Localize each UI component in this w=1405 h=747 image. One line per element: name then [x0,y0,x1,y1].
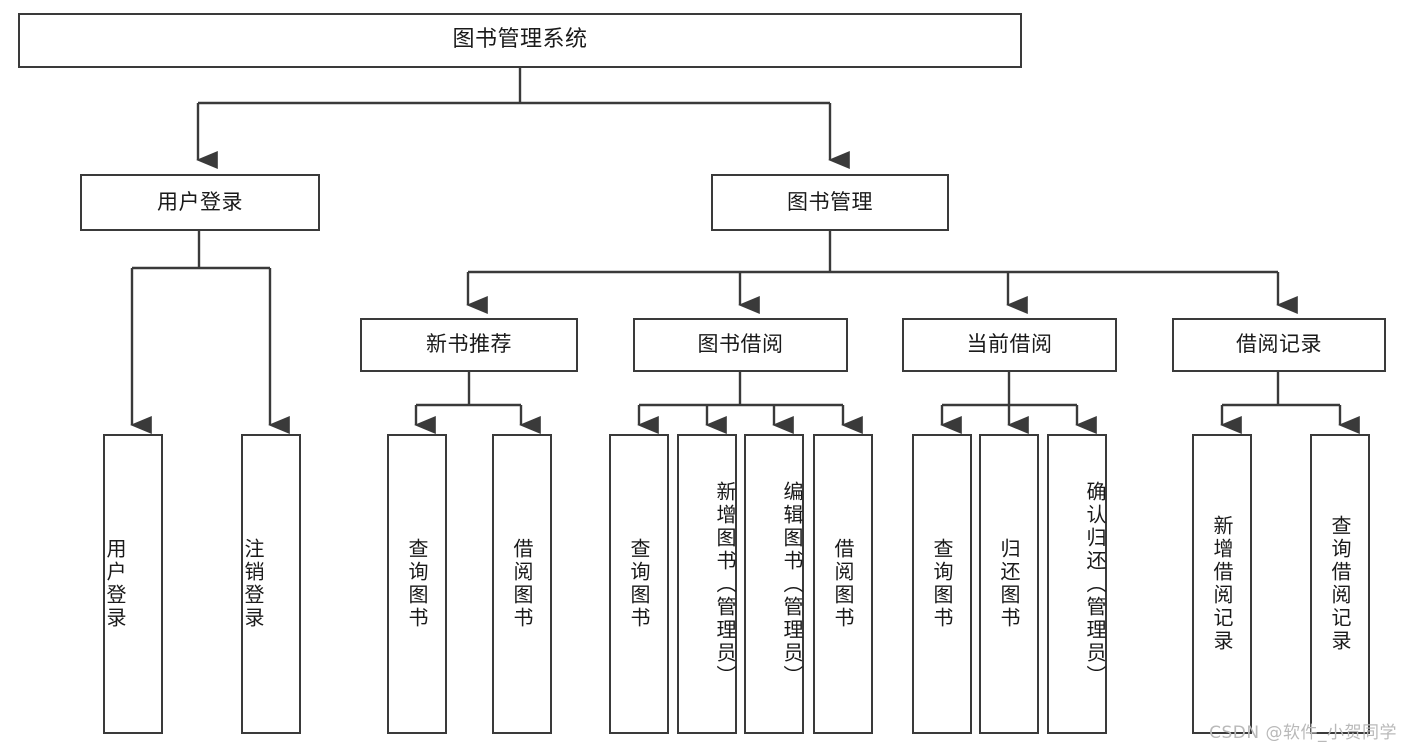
leaf-user-login[interactable]: 用户登录 [103,434,163,734]
leaf-query-book-1[interactable]: 查询图书 [387,434,447,734]
node-book-management[interactable]: 图书管理 [711,174,949,231]
node-label: 归还图书 [997,538,1021,630]
leaf-add-record[interactable]: 新增借阅记录 [1192,434,1252,734]
node-label: 图书管理 [787,189,873,214]
node-label: 借阅图书 [510,538,534,630]
node-label: 借阅记录 [1236,332,1322,357]
node-borrow-record[interactable]: 借阅记录 [1172,318,1386,372]
leaf-borrow-book-2[interactable]: 借阅图书 [813,434,873,734]
node-label: 查询图书 [930,538,954,630]
node-label: 查询图书 [627,538,651,630]
node-label: 查询借阅记录 [1328,515,1352,653]
node-label: 当前借阅 [966,332,1053,357]
watermark: CSDN @软件_小贺同学 [1209,723,1397,743]
node-label: 确认归还（管理员） [1083,480,1107,688]
leaf-user-logout[interactable]: 注销登录 [241,434,301,734]
node-label: 新增图书（管理员） [713,480,737,688]
leaf-query-book-2[interactable]: 查询图书 [609,434,669,734]
node-new-book-recommend[interactable]: 新书推荐 [360,318,578,372]
node-label: 注销登录 [241,538,265,630]
leaf-edit-book[interactable]: 编辑图书（管理员） [744,434,804,734]
node-user-login[interactable]: 用户登录 [80,174,320,231]
node-label: 图书管理系统 [452,27,588,53]
node-root-book-management-system[interactable]: 图书管理系统 [18,13,1022,68]
node-label: 借阅图书 [831,538,855,630]
leaf-query-book-3[interactable]: 查询图书 [912,434,972,734]
node-label: 新书推荐 [426,332,512,357]
node-label: 查询图书 [405,538,429,630]
node-label: 图书借阅 [697,332,784,357]
node-label: 新增借阅记录 [1210,515,1234,653]
leaf-query-record[interactable]: 查询借阅记录 [1310,434,1370,734]
leaf-confirm-return[interactable]: 确认归还（管理员） [1047,434,1107,734]
leaf-borrow-book-1[interactable]: 借阅图书 [492,434,552,734]
node-label: 用户登录 [157,189,243,214]
leaf-return-book[interactable]: 归还图书 [979,434,1039,734]
leaf-add-book[interactable]: 新增图书（管理员） [677,434,737,734]
node-current-borrow[interactable]: 当前借阅 [902,318,1117,372]
node-book-borrow[interactable]: 图书借阅 [633,318,848,372]
node-label: 编辑图书（管理员） [780,480,804,688]
node-label: 用户登录 [103,538,127,630]
